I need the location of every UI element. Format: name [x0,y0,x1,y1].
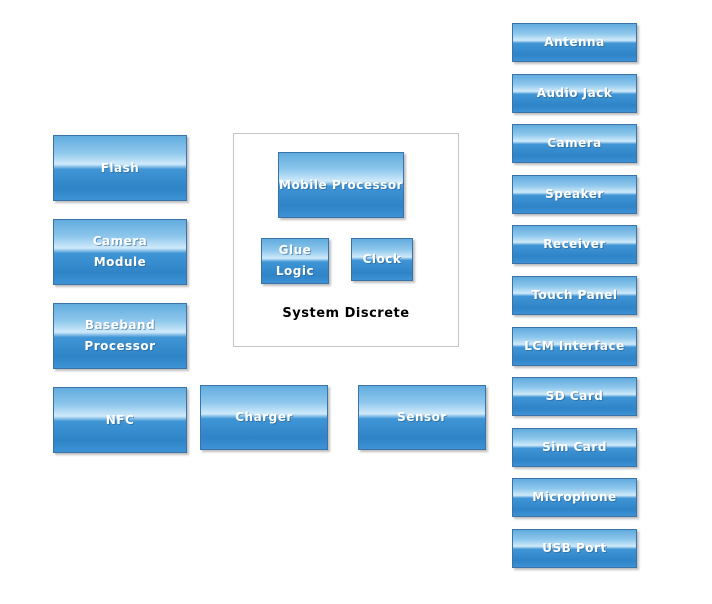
block-label: Flash [100,160,140,175]
right-column: Antenna Audio Jack Camera Speaker Receiv… [512,23,637,568]
block-label: Sim Card [542,439,607,454]
block-glue-logic[interactable]: Glue Logic [261,238,329,284]
block-sensor[interactable]: Sensor [358,385,486,450]
block-antenna[interactable]: Antenna [512,23,637,62]
block-clock[interactable]: Clock [351,238,413,281]
left-column: Flash Camera Module Baseband Processor N… [53,135,187,453]
block-label: Sensor [397,410,447,424]
block-label: Speaker [545,186,604,201]
block-label: USB Port [542,540,607,555]
block-label: Processor [84,339,156,353]
block-speaker[interactable]: Speaker [512,174,637,214]
block-microphone[interactable]: Microphone [512,478,637,518]
block-label: SD Card [545,389,604,404]
block-label: Mobile Processor [279,177,403,192]
block-label: Logic [275,264,315,278]
block-sim-card[interactable]: Sim Card [512,427,637,467]
block-camera[interactable]: Camera [512,124,637,164]
block-label: Microphone [532,490,617,505]
block-label: Touch Panel [531,287,618,302]
system-discrete-title: System Discrete [282,306,410,321]
block-label: Receiver [543,237,606,252]
block-label: Baseband [84,318,156,332]
block-label: Antenna [544,35,605,49]
block-label: LCM Interface [524,338,625,353]
block-receiver[interactable]: Receiver [512,225,637,265]
block-audio-jack[interactable]: Audio Jack [512,73,637,113]
block-label: Module [93,255,147,269]
block-label: Audio Jack [536,85,613,100]
block-label: Clock [362,252,402,266]
block-label: Camera [92,234,148,248]
block-charger[interactable]: Charger [200,385,328,450]
block-label: Glue [278,243,312,257]
block-sd-card[interactable]: SD Card [512,377,637,417]
block-baseband-processor[interactable]: Baseband Processor [53,303,187,369]
system-discrete-group: Mobile Processor Glue Logic Clock System… [233,133,459,347]
block-touch-panel[interactable]: Touch Panel [512,275,637,315]
block-usb-port[interactable]: USB Port [512,528,637,568]
block-label: Charger [235,410,293,424]
block-lcm-interface[interactable]: LCM Interface [512,326,637,366]
block-label: Camera [547,136,602,151]
block-camera-module[interactable]: Camera Module [53,219,187,285]
block-flash[interactable]: Flash [53,135,187,201]
block-mobile-processor[interactable]: Mobile Processor [278,152,404,218]
block-label: NFC [105,412,135,427]
block-nfc[interactable]: NFC [53,387,187,453]
